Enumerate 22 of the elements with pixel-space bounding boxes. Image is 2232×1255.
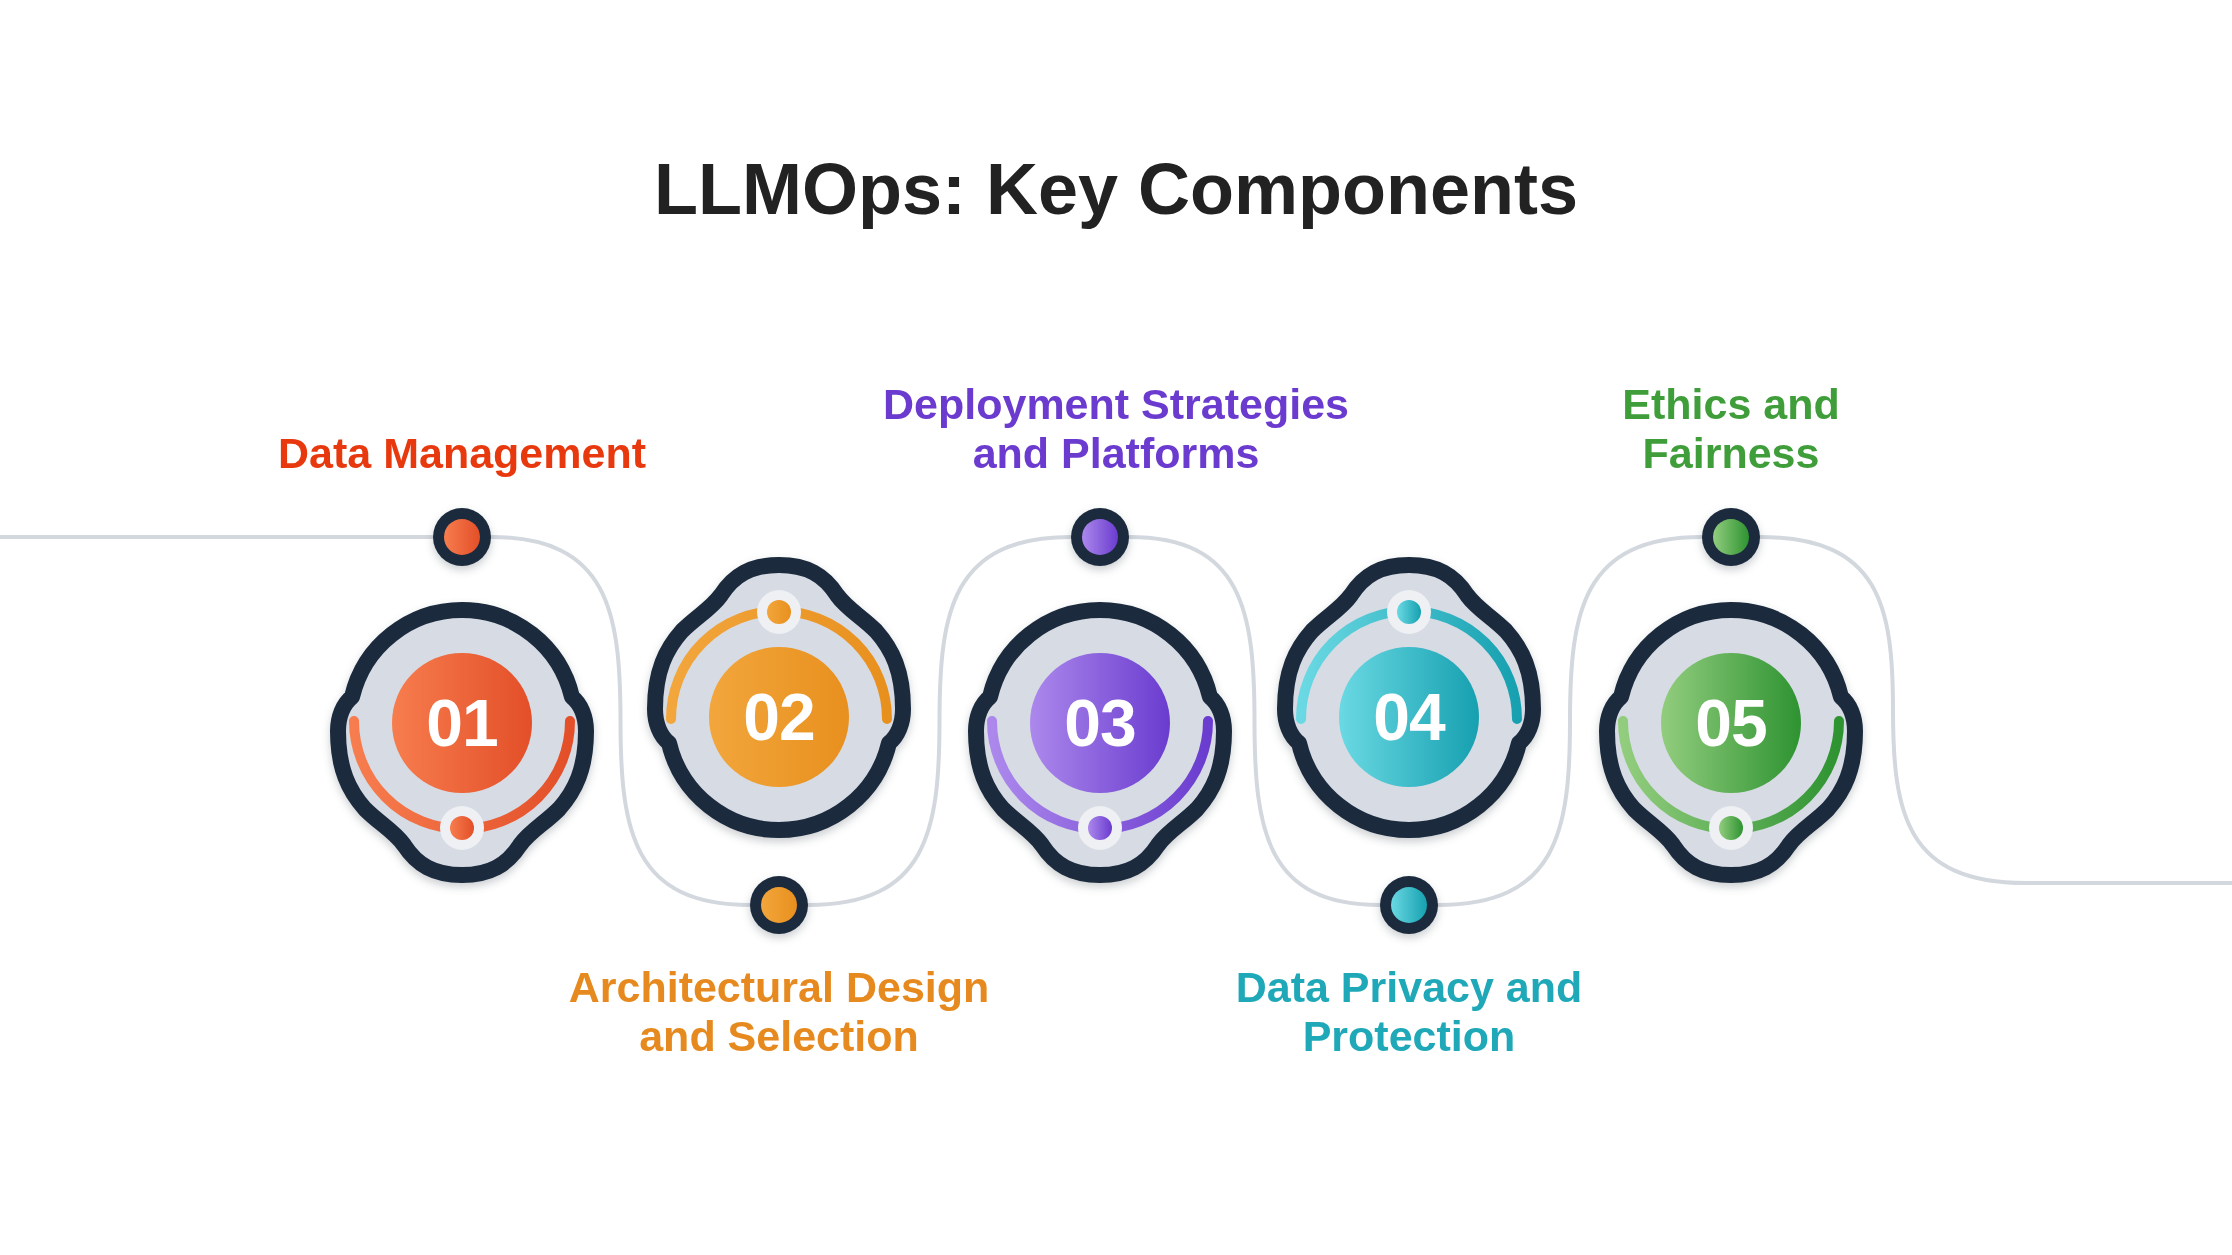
step-number: 04 <box>1373 681 1445 753</box>
connector-dot <box>1702 508 1760 566</box>
step-label: Deployment Strategies and Platforms <box>882 380 1350 478</box>
diagram-title: LLMOps: Key Components <box>654 148 1578 231</box>
step-number: 05 <box>1695 687 1767 759</box>
step-number: 01 <box>426 687 498 759</box>
connector-line <box>0 535 435 539</box>
connector-dot <box>1380 876 1438 934</box>
connector-dot <box>750 876 808 934</box>
step-label: Ethics and Fairness <box>1621 380 1841 478</box>
step-number: 02 <box>743 681 815 753</box>
connector-line <box>489 535 752 907</box>
connector-line <box>1127 535 1382 907</box>
step-number: 03 <box>1064 687 1136 759</box>
step-label: Architectural Design and Selection <box>567 963 991 1061</box>
step-label: Data Management <box>277 429 647 478</box>
connector-line <box>806 535 1073 907</box>
connector-dot <box>1071 508 1129 566</box>
connector-line <box>1758 535 2232 885</box>
step-label: Data Privacy and Protection <box>1234 963 1584 1061</box>
connector-line <box>1436 535 1704 907</box>
connector-dot <box>433 508 491 566</box>
